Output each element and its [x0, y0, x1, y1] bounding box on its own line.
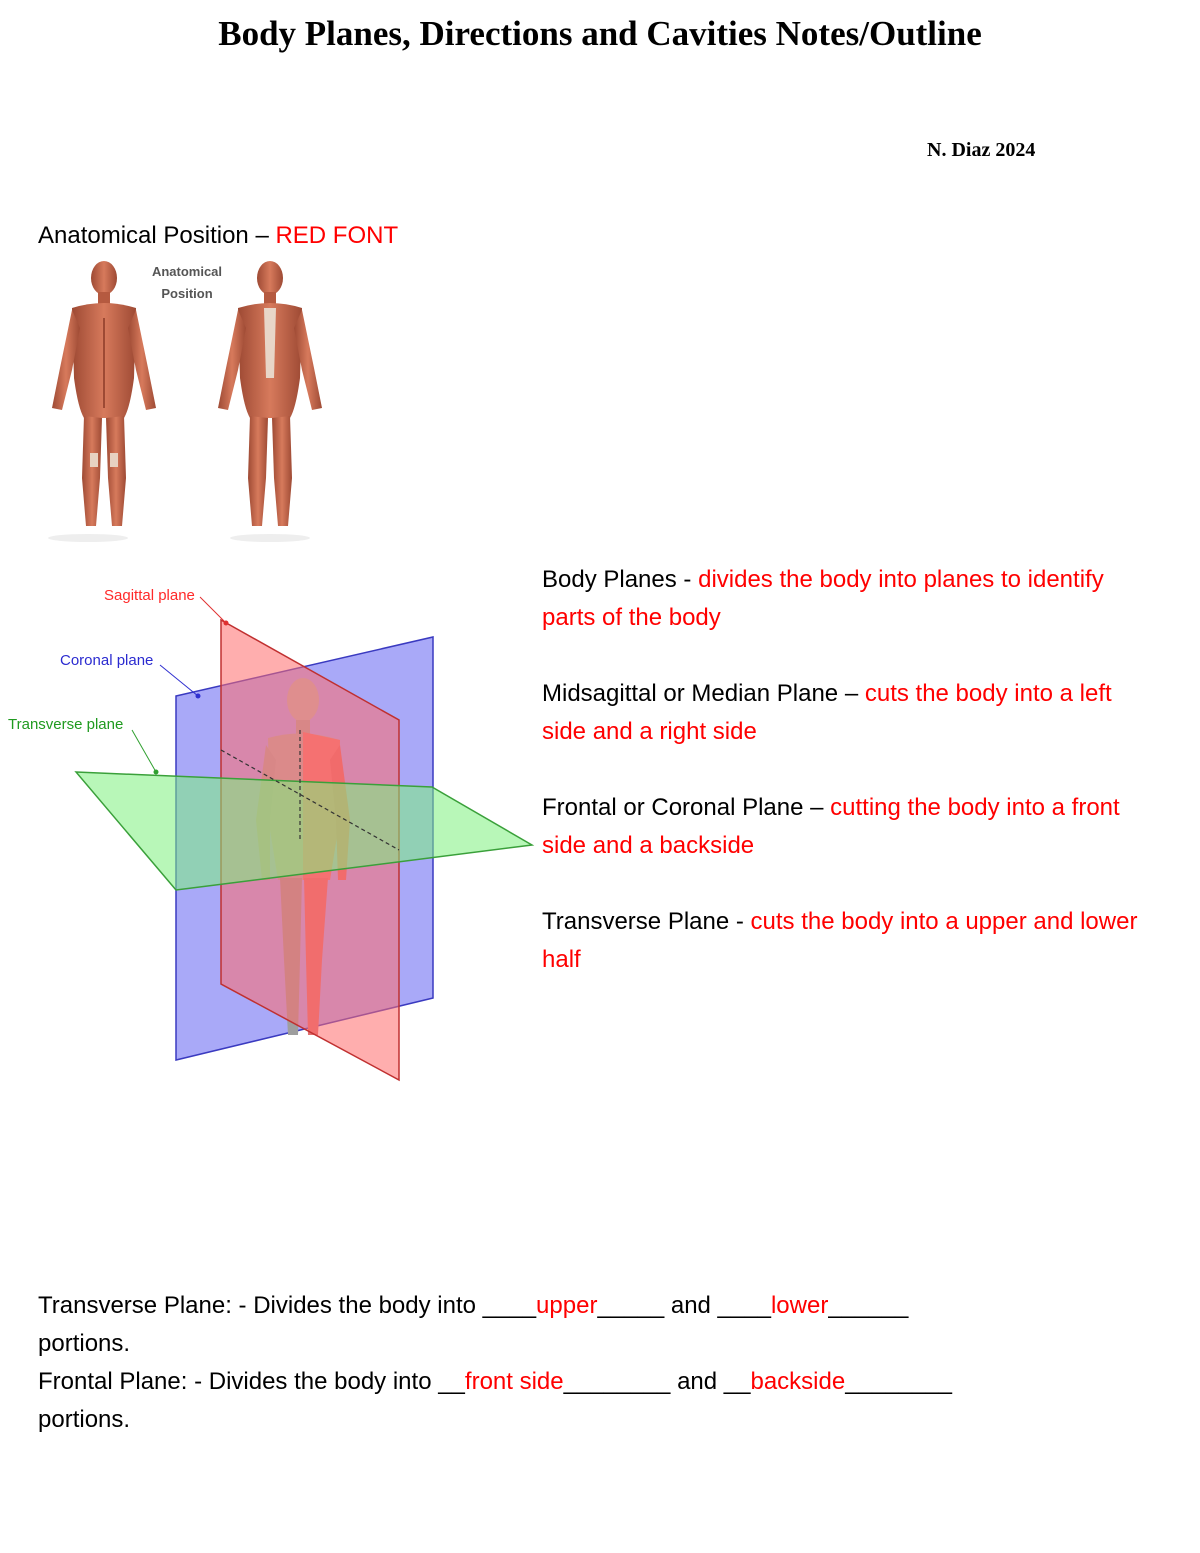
fill-in-answer: backside	[750, 1368, 846, 1395]
sagittal-plane-label: Sagittal plane	[104, 587, 195, 604]
fill-in-text: ________ and __	[563, 1368, 751, 1395]
definition-text: cuts the body into a upper and lower hal…	[542, 908, 1138, 973]
anatomical-position-heading: Anatomical Position – RED FONT	[38, 217, 398, 255]
definition-midsagittal-plane: Midsagittal or Median Plane – cuts the b…	[542, 675, 1162, 751]
definition-frontal-plane: Frontal or Coronal Plane – cutting the b…	[542, 789, 1162, 865]
anatomical-position-figure: Anatomical Position	[48, 261, 322, 542]
coronal-plane-label: Coronal plane	[60, 652, 153, 669]
fill-in-text: ______	[828, 1292, 909, 1319]
plane-definitions: Body Planes - divides the body into plan…	[542, 561, 1162, 1017]
fill-in-answer: lower	[770, 1292, 829, 1319]
definition-term: Transverse Plane -	[542, 908, 751, 935]
transverse-plane-label: Transverse plane	[8, 716, 123, 733]
fill-in-portions-line: portions.	[38, 1330, 131, 1357]
page-title: Body Planes, Directions and Cavities Not…	[218, 14, 982, 53]
fill-in-transverse-line: Transverse Plane: - Divides the body int…	[38, 1287, 952, 1325]
definition-term: Midsagittal or Median Plane –	[542, 680, 865, 707]
fill-in-portions-line: portions.	[38, 1406, 131, 1433]
body-planes-figure: Sagittal plane Coronal plane Transverse …	[8, 587, 535, 1082]
definition-text: cutting the body into a front side and a…	[542, 794, 1120, 859]
definition-term: Body Planes -	[542, 566, 699, 593]
author-line: N. Diaz 2024	[927, 139, 1036, 161]
definition-term: Frontal or Coronal Plane –	[542, 794, 831, 821]
back-body-figure	[218, 261, 322, 542]
fill-in-text: _____ and ____	[597, 1292, 771, 1319]
front-body-figure	[48, 261, 156, 542]
fill-in-answer: upper	[536, 1292, 598, 1319]
definition-body-planes: Body Planes - divides the body into plan…	[542, 561, 1162, 637]
fill-in-answer: front side	[464, 1368, 564, 1395]
fill-in-frontal-line: Frontal Plane: - Divides the body into _…	[38, 1363, 952, 1401]
fill-in-text: Frontal Plane: - Divides the body into _…	[38, 1368, 465, 1395]
definition-transverse-plane: Transverse Plane - cuts the body into a …	[542, 903, 1162, 979]
fill-in-text: ________	[845, 1368, 952, 1395]
fill-in-section: Transverse Plane: - Divides the body int…	[38, 1287, 952, 1439]
definition-text: divides the body into planes to identify…	[542, 566, 1104, 631]
anatomical-position-answer: RED FONT	[275, 222, 399, 249]
transverse-plane	[74, 771, 535, 891]
figure-caption-line2: Position	[161, 286, 212, 301]
anatomical-position-label: Anatomical Position –	[38, 222, 276, 249]
definition-text: cuts the body into a left side and a rig…	[542, 680, 1112, 745]
figure-caption-line1: Anatomical	[152, 264, 222, 279]
fill-in-text: Transverse Plane: - Divides the body int…	[38, 1292, 537, 1319]
